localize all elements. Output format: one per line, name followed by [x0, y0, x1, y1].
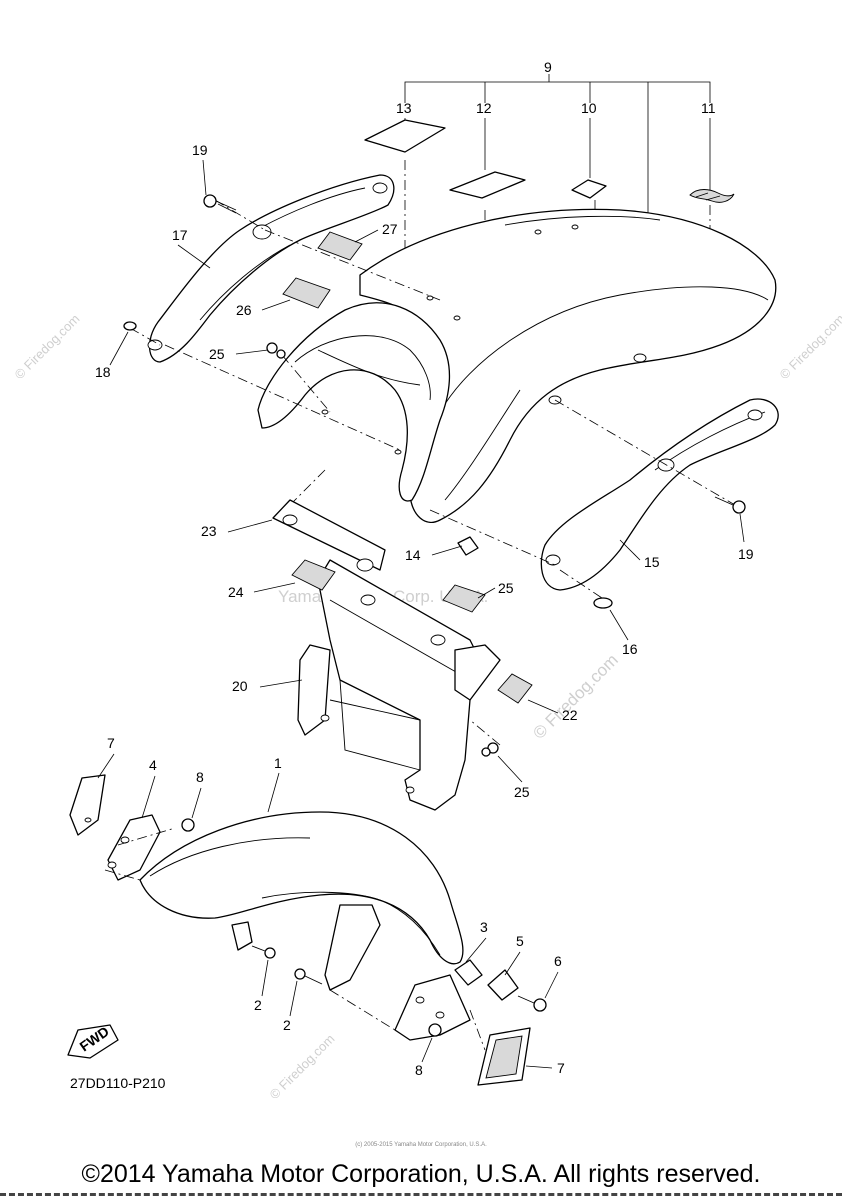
- bracket-4: [107, 814, 161, 881]
- callout-27: 27: [382, 221, 398, 237]
- copyright-footer: ©2014 Yamaha Motor Corporation, U.S.A. A…: [81, 1160, 761, 1188]
- watermark-firedog-center: © Firedog.com: [529, 650, 621, 742]
- bracket-3: [394, 974, 471, 1041]
- callout-20: 20: [232, 678, 248, 694]
- rear-fender: [359, 208, 777, 523]
- callout-23: 24: [228, 584, 244, 600]
- callout-8-right: 8: [415, 1062, 423, 1078]
- callout-26: 26: [236, 302, 252, 318]
- callout-leaders: [97, 159, 745, 1069]
- callout-14: 14: [405, 547, 421, 563]
- pad-24: [442, 584, 486, 613]
- reflector-7-left: [69, 774, 106, 836]
- grommet-14: [457, 536, 479, 556]
- footer-divider: [0, 1193, 842, 1200]
- callout-19-top: 19: [192, 142, 208, 158]
- bolt-2-center: [294, 968, 323, 985]
- bolt-19-right: [714, 496, 746, 514]
- small-copyright: (c) 2005-2015 Yamaha Motor Corporation, …: [355, 1142, 487, 1148]
- assembly-lines: [129, 199, 736, 746]
- callout-17: 17: [172, 227, 188, 243]
- inner-fender-liner: [257, 302, 451, 502]
- callout-25-top: 25: [209, 346, 225, 362]
- diagram-code: 27DD110-P210: [70, 1075, 166, 1091]
- grommet-25-top: [266, 342, 286, 359]
- callout-15: 15: [644, 554, 660, 570]
- bolt-2-left: [251, 945, 276, 959]
- clip-16: [593, 597, 613, 609]
- fwd-arrow-icon: FWD: [67, 1023, 119, 1059]
- callout-2-left: 2: [254, 997, 262, 1013]
- decal-10: [571, 179, 607, 199]
- callout-7-right: 7: [557, 1060, 565, 1076]
- callout-3: 3: [480, 919, 488, 935]
- callout-16: 16: [622, 641, 638, 657]
- decal-12: [449, 171, 526, 199]
- assembly-lines-lower: [104, 827, 486, 1051]
- callout-4: 4: [149, 757, 157, 773]
- pad-23: [291, 559, 336, 591]
- bolt-6: [517, 995, 547, 1012]
- nut-8-right: [428, 1023, 442, 1037]
- callout-8-left: 8: [196, 769, 204, 785]
- reflector-7-right: [477, 1027, 531, 1086]
- bolt-19-top: [203, 194, 237, 214]
- callout-9: 9: [544, 59, 552, 75]
- callout-1: 1: [274, 755, 282, 771]
- watermark-firedog-bottom: © Firedog.com: [267, 1031, 338, 1102]
- emblem-11: [689, 189, 735, 203]
- pad-22: [497, 673, 533, 704]
- callout-11: 11: [701, 100, 716, 116]
- nut-8-left: [181, 818, 195, 832]
- callout-25-bottom: 25: [514, 784, 530, 800]
- callout-10: 10: [581, 100, 597, 116]
- watermark-firedog-right: © Firedog.com: [777, 311, 842, 382]
- callout-21: 23: [201, 523, 217, 539]
- callout-13: 13: [396, 100, 412, 116]
- clip-18: [123, 321, 137, 331]
- front-fender: [139, 811, 464, 991]
- callout-2-center: 2: [283, 1017, 291, 1033]
- pad-26: [282, 277, 331, 309]
- callout-7-left: 7: [107, 735, 115, 751]
- clip-5: [487, 969, 519, 1001]
- pad-27: [317, 231, 363, 261]
- callout-18: 18: [95, 364, 111, 380]
- callout-5: 5: [516, 933, 524, 949]
- grommet-25-bottom: [481, 742, 499, 757]
- callout-labels: 9 13 12 10 11 19 17 27 26 25 18 23 14 15…: [95, 59, 754, 1078]
- callout-22: 22: [562, 707, 578, 723]
- callout-24: 25: [498, 580, 514, 596]
- callout-12: 12: [476, 100, 492, 116]
- fender-stay-left: [147, 174, 395, 363]
- mud-flap-assembly: [272, 499, 501, 811]
- decal-13: [364, 119, 446, 153]
- callout-6: 6: [554, 953, 562, 969]
- watermark-firedog-left: © Firedog.com: [12, 311, 83, 382]
- callout-19-right: 19: [738, 546, 754, 562]
- spacer-3: [454, 959, 483, 986]
